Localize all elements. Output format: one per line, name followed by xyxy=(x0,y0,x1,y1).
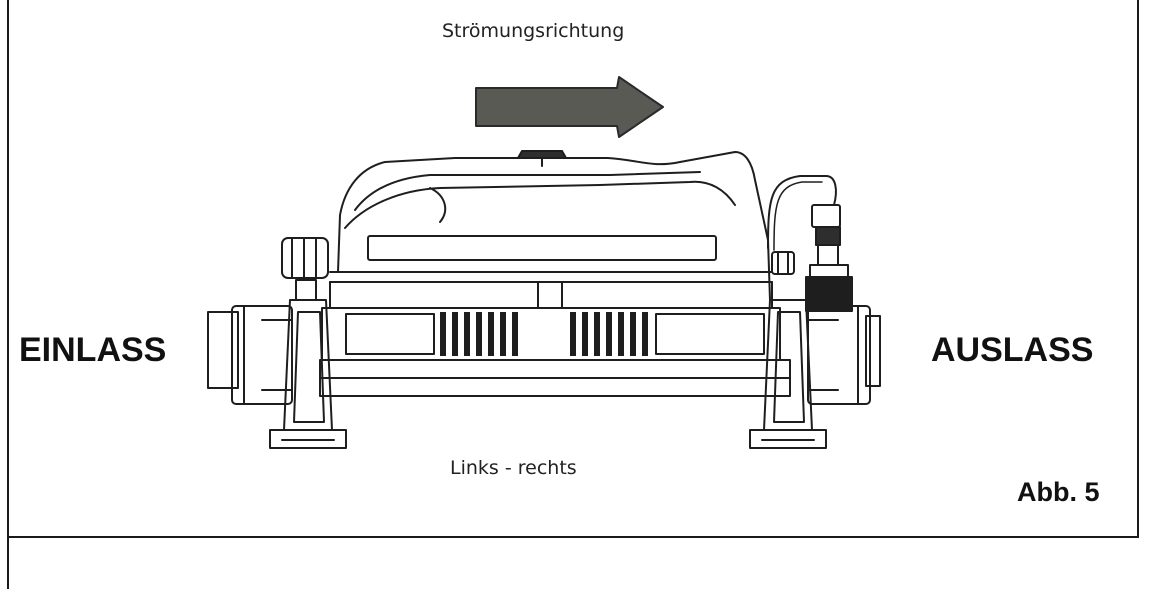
flow-sensor xyxy=(767,175,853,312)
right-leg xyxy=(749,299,827,449)
flow-arrow-icon xyxy=(475,76,664,138)
outlet-coupling xyxy=(807,305,881,405)
cover-curve xyxy=(429,187,447,223)
body-panel-right xyxy=(655,313,765,355)
inlet-coupling xyxy=(207,305,293,405)
cable-gland-left xyxy=(281,237,329,301)
frame-edge xyxy=(7,538,9,589)
side-bolt xyxy=(771,251,795,275)
inlet-label: EINLASS xyxy=(19,331,167,369)
body-lower xyxy=(321,307,781,361)
body-clip xyxy=(537,281,563,309)
housing-cover xyxy=(337,151,771,301)
body-panel-left xyxy=(345,313,435,355)
orientation-label: Links - rechts xyxy=(450,457,577,479)
flow-direction-label: Strömungsrichtung xyxy=(442,20,625,42)
cover-ridge xyxy=(354,171,701,211)
left-leg xyxy=(269,299,347,449)
body-upper xyxy=(329,281,773,309)
figure-frame xyxy=(7,0,1139,538)
cover-knob xyxy=(517,150,567,159)
label-window xyxy=(367,235,717,261)
outlet-label: AUSLASS xyxy=(931,331,1094,369)
figure-number: Abb. 5 xyxy=(1017,477,1100,507)
heater-ribs xyxy=(440,312,648,356)
cover-inner-line xyxy=(344,180,736,229)
